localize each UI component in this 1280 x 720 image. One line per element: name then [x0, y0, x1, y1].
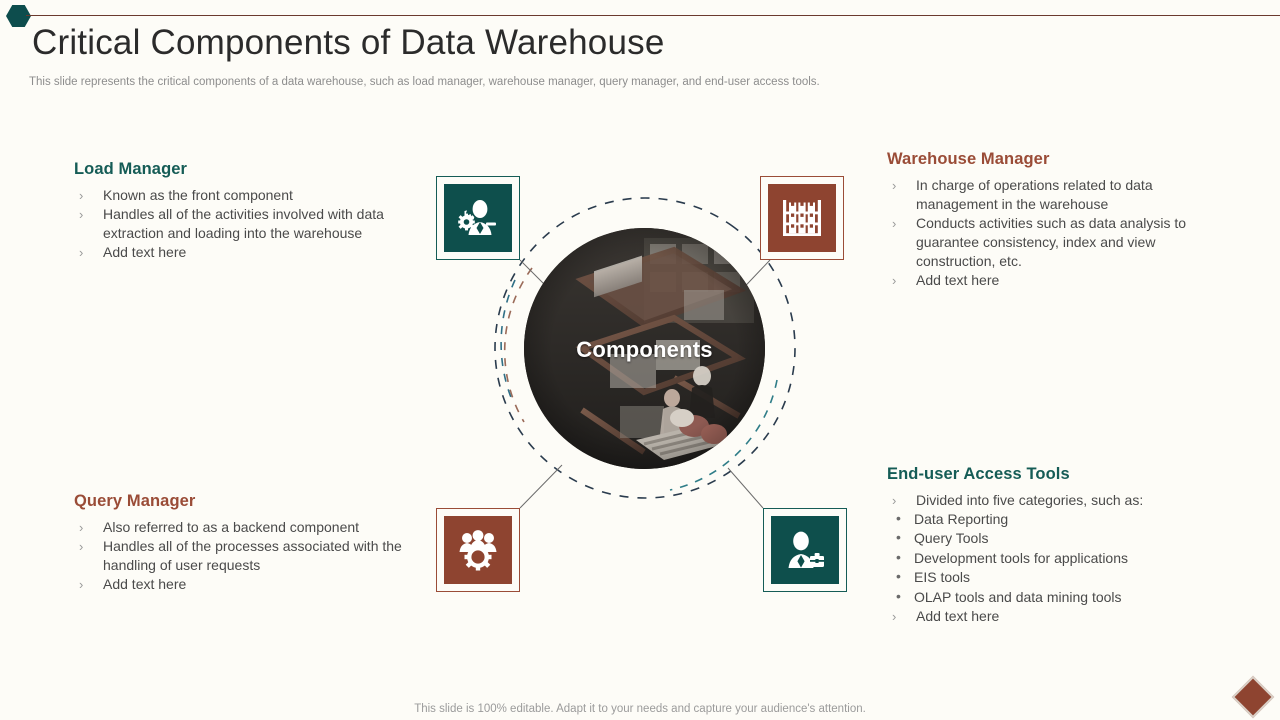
bullet-text: Known as the front component	[103, 187, 293, 203]
bullet-text: Handles all of the activities involved w…	[103, 206, 384, 241]
section-heading-query-manager: Query Manager	[74, 492, 196, 510]
icon-tile-inner	[444, 516, 512, 584]
center-label: Components	[576, 337, 713, 362]
chevron-right-icon: ›	[892, 609, 897, 625]
sub-bullet-text: Query Tools	[914, 530, 989, 547]
bullet-list-warehouse-manager: › In charge of operations related to data…	[887, 176, 1197, 290]
bullet-text: Divided into five categories, such as:	[916, 492, 1144, 508]
bullet-list-end-user-access-tools-tail: › Add text here	[887, 607, 1217, 626]
icon-tile-inner	[768, 184, 836, 252]
right-teal-dashed-arc	[669, 379, 778, 491]
sub-bullet-list-end-user-access-tools: • Data Reporting • Query Tools • Developmen…	[887, 510, 1217, 607]
connector-line-end-user-access-tools	[727, 467, 764, 509]
bullet-text: Add text here	[916, 608, 1000, 625]
chevron-right-icon: ›	[892, 216, 897, 231]
list-item: › Handles all of the activities involved …	[74, 205, 404, 243]
sub-bullet-text: OLAP tools and data mining tools	[914, 588, 1122, 605]
icon-tile-end-user-access-tools[interactable]	[763, 508, 847, 592]
list-item: › In charge of operations related to data…	[887, 176, 1197, 214]
sub-list-item: • Data Reporting	[887, 510, 1217, 529]
bullet-list-load-manager: › Known as the front component › Handles a…	[74, 186, 404, 262]
icon-tile-inner	[444, 184, 512, 252]
bullet-text: Also referred to as a backend component	[103, 519, 360, 535]
list-item: › Divided into five categories, such as:	[887, 491, 1217, 510]
sub-bullet-text: Development tools for applications	[914, 549, 1129, 566]
bullet-dot-icon: •	[896, 587, 901, 604]
chevron-right-icon: ›	[79, 520, 84, 535]
sub-list-item: • Development tools for applications	[887, 549, 1217, 568]
chevron-right-icon: ›	[79, 539, 84, 554]
bullet-dot-icon: •	[896, 529, 901, 546]
page-subtitle: This slide represents the critical compo…	[29, 76, 820, 88]
chevron-right-icon: ›	[79, 245, 84, 260]
components-diagram: Components	[420, 160, 870, 620]
connector-line-query-manager	[519, 464, 563, 509]
warehouse-interior-photo	[524, 228, 765, 469]
center-image-circle: Components	[524, 228, 765, 469]
manager-gear-icon	[458, 200, 496, 235]
bullet-dot-icon: •	[896, 568, 901, 585]
list-item: › Handles all of the processes associated…	[74, 537, 414, 575]
left-brown-dashed-arc	[503, 267, 533, 423]
bullet-text: Add text here	[103, 576, 187, 592]
sub-list-item: • EIS tools	[887, 568, 1217, 587]
list-item: › Also referred to as a backend component	[74, 518, 414, 537]
sub-list-item: • OLAP tools and data mining tools	[887, 588, 1217, 607]
bullet-text: Conducts activities such as data analysi…	[916, 215, 1187, 269]
section-heading-warehouse-manager: Warehouse Manager	[887, 150, 1050, 168]
chevron-right-icon: ›	[892, 273, 897, 288]
chevron-right-icon: ›	[79, 577, 84, 592]
team-gear-icon	[459, 530, 497, 571]
section-heading-end-user-access-tools: End-user Access Tools	[887, 465, 1070, 483]
bullet-text: Add text here	[103, 244, 187, 260]
list-item: › Add text here	[74, 575, 414, 594]
list-item: › Add text here	[74, 243, 404, 262]
bullet-list-end-user-access-tools: › Divided into five categories, such as:	[887, 491, 1217, 510]
businessman-briefcase-icon	[788, 531, 824, 568]
footer-note: This slide is 100% editable. Adapt it to…	[414, 703, 866, 715]
list-item: › Conducts activities such as data analys…	[887, 214, 1197, 271]
sub-bullet-text: EIS tools	[914, 569, 971, 586]
list-item: › Add text here	[887, 607, 1217, 626]
bullet-dot-icon: •	[896, 548, 901, 565]
section-warehouse-manager: Warehouse Manager › In charge of operatio…	[887, 150, 1197, 290]
bullet-text: Handles all of the processes associated …	[103, 538, 402, 573]
bullet-list-query-manager: › Also referred to as a backend component…	[74, 518, 414, 594]
bullet-dot-icon: •	[896, 510, 901, 526]
sub-list-item: • Query Tools	[887, 529, 1217, 548]
icon-tile-load-manager[interactable]	[436, 176, 520, 260]
section-load-manager: Load Manager › Known as the front compone…	[74, 160, 404, 262]
chevron-right-icon: ›	[79, 188, 84, 203]
icon-tile-inner	[771, 516, 839, 584]
chevron-right-icon: ›	[79, 207, 84, 222]
list-item: › Add text here	[887, 271, 1197, 290]
list-item: › Known as the front component	[74, 186, 404, 205]
top-divider-rule	[26, 15, 1280, 16]
sub-bullet-text: Data Reporting	[914, 511, 1009, 527]
hexagon-decoration	[6, 5, 31, 27]
bullet-text: Add text here	[916, 272, 1000, 288]
section-query-manager: Query Manager › Also referred to as a bac…	[74, 492, 414, 594]
bullet-text: In charge of operations related to data …	[916, 177, 1153, 212]
section-end-user-access-tools: End-user Access Tools › Divided into five…	[887, 465, 1217, 626]
chevron-right-icon: ›	[892, 178, 897, 193]
warehouse-shelf-icon	[783, 200, 821, 236]
icon-tile-query-manager[interactable]	[436, 508, 520, 592]
diagram-rings-and-connectors	[494, 197, 796, 509]
icon-tile-warehouse-manager[interactable]	[760, 176, 844, 260]
section-heading-load-manager: Load Manager	[74, 160, 188, 178]
chevron-right-icon: ›	[892, 493, 897, 508]
page-title: Critical Components of Data Warehouse	[32, 23, 665, 62]
